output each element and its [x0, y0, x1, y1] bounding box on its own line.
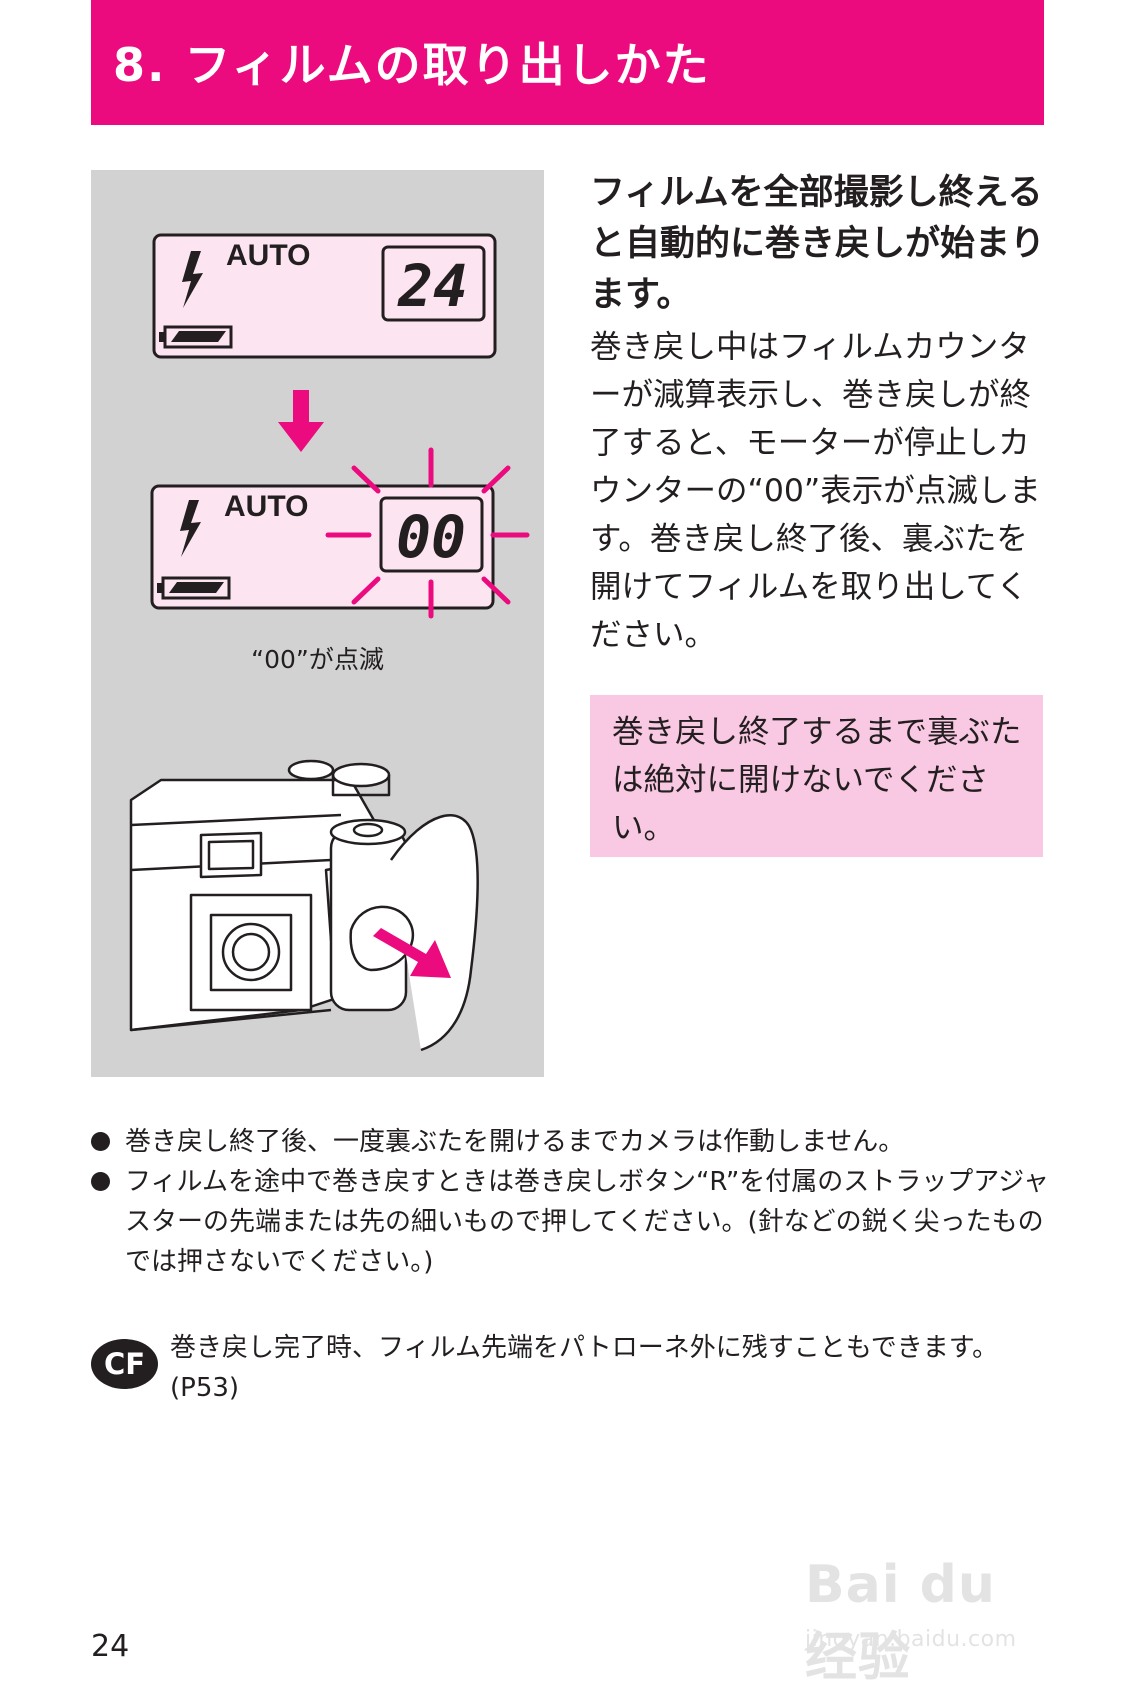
figure-panel: AUTO 24 AUTO 00: [91, 170, 544, 1077]
note-text: 巻き戻し終了後、一度裏ぶたを開けるまでカメラは作動しません。: [125, 1127, 905, 1157]
arrow-right-icon: [373, 928, 451, 978]
lcd-top-mode-label: AUTO: [226, 239, 310, 272]
lcd-display-bottom: AUTO 00: [150, 484, 495, 610]
list-item: フィルムを途中で巻き戻すときは巻き戻しボタン“R”を付属のストラップアジャスター…: [91, 1162, 1051, 1282]
bullet-icon: [91, 1172, 110, 1191]
blink-rays: [325, 447, 530, 619]
note-text: フィルムを途中で巻き戻すときは巻き戻しボタン“R”を付属のストラップアジャスター…: [125, 1167, 1049, 1277]
figure-caption: “00”が点滅: [251, 645, 384, 674]
arrow-down-icon: [278, 390, 324, 452]
cf-badge: CF: [91, 1339, 158, 1389]
watermark-logo: Bai du 经验: [805, 1555, 996, 1688]
watermark-url: jingyan.baidu.com: [805, 1627, 1017, 1652]
lead-paragraph: フィルムを全部撮影し終えると自動的に巻き戻しが始まります。: [590, 173, 1046, 315]
battery-icon: [157, 576, 231, 600]
warning-box: 巻き戻し終了するまで裏ぶたは絶対に開けないでください。: [590, 695, 1043, 857]
flash-icon: [180, 500, 201, 557]
lcd-display-top: AUTO 24: [152, 233, 497, 359]
watermark: Bai du 经验 jingyan.baidu.com: [805, 1535, 1065, 1688]
cf-note: 巻き戻し完了時、フィルム先端をパトローネ外に残すこともできます。(P53): [170, 1333, 999, 1403]
page-number: 24: [91, 1629, 130, 1664]
notes-list: 巻き戻し終了後、一度裏ぶたを開けるまでカメラは作動しません。 フィルムを途中で巻…: [91, 1122, 1051, 1282]
camera-illustration: [129, 759, 479, 1052]
figure-illustration: AUTO 24 AUTO 00: [129, 233, 530, 1052]
list-item: 巻き戻し終了後、一度裏ぶたを開けるまでカメラは作動しません。: [91, 1122, 1051, 1162]
flash-icon: [182, 251, 203, 308]
lcd-bottom-mode-label: AUTO: [224, 490, 308, 523]
battery-icon: [159, 325, 233, 349]
lcd-bottom-counter: 00: [396, 503, 466, 571]
page-title: 8. フィルムの取り出しかた: [113, 38, 711, 92]
bullet-icon: [91, 1132, 110, 1151]
page-header: 8. フィルムの取り出しかた: [91, 0, 1044, 125]
lcd-top-counter: 24: [397, 252, 468, 320]
body-paragraph: 巻き戻し中はフィルムカウンターが減算表示し、巻き戻しが終了すると、モーターが停止…: [590, 329, 1041, 653]
